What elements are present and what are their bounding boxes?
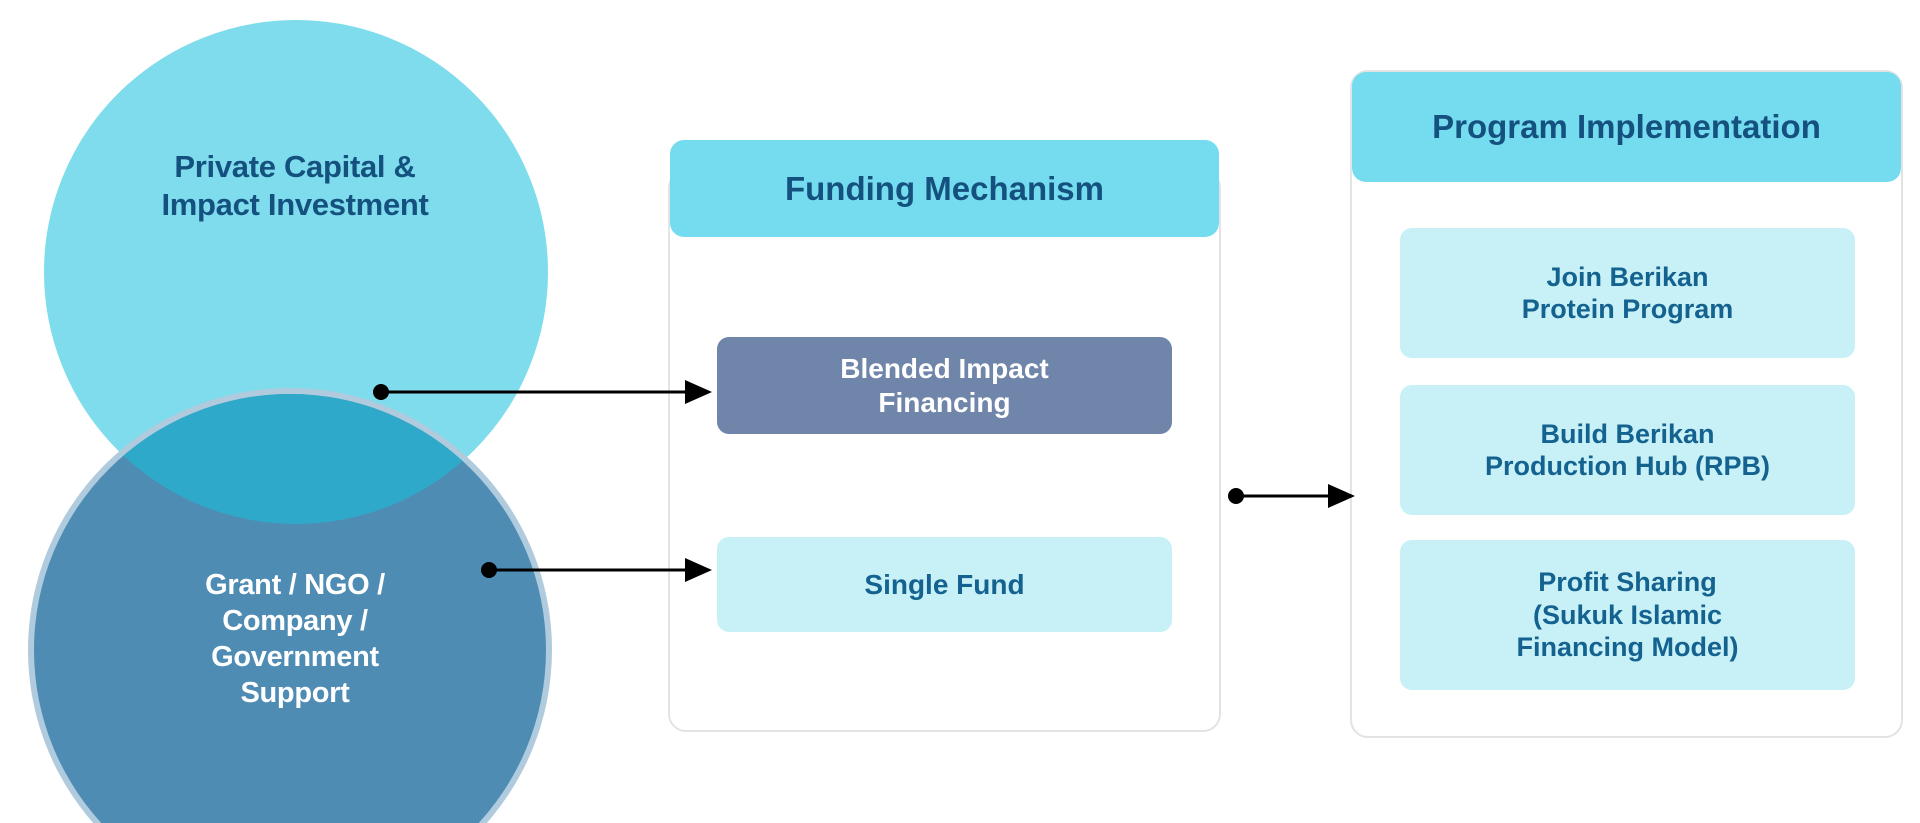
item-join-berikan-protein-program[interactable]: Join Berikan Protein Program [1400, 228, 1855, 358]
item-single-fund[interactable]: Single Fund [717, 537, 1172, 632]
venn-label-private-capital: Private Capital & Impact Investment [161, 149, 429, 223]
item-blended-impact-financing[interactable]: Blended Impact Financing [717, 337, 1172, 434]
program-implementation-header: Program Implementation [1352, 72, 1901, 182]
item-profit-sharing-sukuk[interactable]: Profit Sharing (Sukuk Islamic Financing … [1400, 540, 1855, 690]
venn-label-grant-ngo: Grant / NGO / Company / Government Suppo… [205, 569, 385, 709]
connector-funding-to-program [1228, 484, 1355, 508]
funding-mechanism-card [668, 170, 1221, 732]
funding-mechanism-header: Funding Mechanism [670, 140, 1219, 237]
venn-diagram: Private Capital & Impact Investment Gran… [0, 0, 580, 823]
item-build-berikan-production-hub[interactable]: Build Berikan Production Hub (RPB) [1400, 385, 1855, 515]
